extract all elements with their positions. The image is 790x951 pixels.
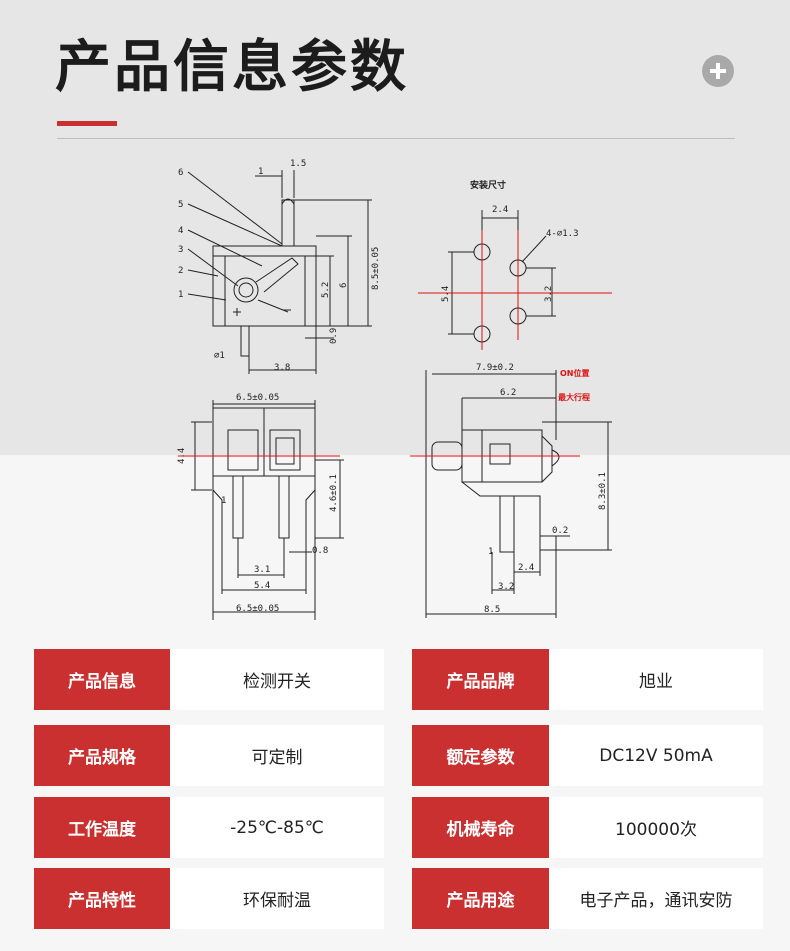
spec-value: 环保耐温 [170,868,384,929]
dim-1: 1 [258,167,263,177]
side-view [187,170,372,374]
dim-1-5: 1.5 [290,159,306,169]
dim-4-phi: 4-⌀1.3 [546,229,579,239]
spec-label: 产品品牌 [412,649,549,710]
dim-8-3: 8.3±0.1 [598,472,608,510]
pin-label-2: 2 [178,266,183,276]
spec-label: 机械寿命 [412,797,549,858]
pin-label-3: 3 [178,245,183,255]
dim-6-2: 6.2 [500,388,516,398]
dim-3-1: 3.1 [254,565,270,575]
title-accent-bar [57,121,117,126]
spec-value: DC12V 50mA [549,725,763,786]
max-travel-label: 最大行程 [558,392,590,402]
dim-8-5b: 8.5 [484,605,500,615]
dim-5-2: 5.2 [321,282,331,298]
spec-value: 旭业 [549,649,763,710]
travel-view [425,370,612,618]
dim-2-4b: 2.4 [518,563,534,573]
page-title: 产品信息参数 [55,35,409,100]
spec-value: 检测开关 [170,649,384,710]
pin-label-6: 6 [178,168,183,178]
spec-label: 产品用途 [412,868,549,929]
dim-6-5-top: 6.5±0.05 [236,393,279,403]
spec-row: 产品规格 可定制 额定参数 DC12V 50mA [34,725,763,786]
pin-label-5: 5 [178,200,183,210]
spec-label: 工作温度 [34,797,170,858]
dim-1-side: 1 [488,547,493,557]
title-divider [57,138,735,139]
mount-title: 安装尺寸 [470,179,506,191]
dim-0-9: 0.9 [329,328,339,344]
dim-4-4: 4.4 [177,448,187,464]
dim-5-4: 5.4 [441,286,451,302]
spec-label: 产品信息 [34,649,170,710]
dim-6: 6 [339,283,349,288]
dim-2-4: 2.4 [492,205,508,215]
dim-8-5: 8.5±0.05 [371,247,381,290]
front-view [191,400,344,620]
spec-value: 可定制 [170,725,384,786]
spec-label: 额定参数 [412,725,549,786]
header-background [0,0,790,455]
spec-label: 产品规格 [34,725,170,786]
pin-label-1: 1 [178,290,183,300]
spec-value: 电子产品，通讯安防 [549,868,763,929]
technical-drawing: 6 5 4 3 2 1 1.5 1 8.5±0.05 6 5.2 0.9 ⌀1 … [177,159,612,620]
dim-phi1: ⌀1 [214,351,225,361]
dim-3-8: 3.8 [274,363,290,373]
dim-0-8: 0.8 [312,546,328,556]
dim-6-5-bot: 6.5±0.05 [236,604,279,614]
dim-7-9: 7.9±0.2 [476,363,514,373]
dim-1-small: 1 [221,496,226,506]
spec-value: 100000次 [549,797,763,858]
spec-row: 产品特性 环保耐温 产品用途 电子产品，通讯安防 [34,868,763,929]
dim-0-2: 0.2 [552,526,568,536]
dim-5-4b: 5.4 [254,581,270,591]
spec-value: -25℃-85℃ [170,797,384,858]
spec-label: 产品特性 [34,868,170,929]
on-position-label: ON位置 [560,368,590,378]
spec-row: 工作温度 -25℃-85℃ 机械寿命 100000次 [34,797,763,858]
dim-3-2b: 3.2 [498,582,514,592]
dim-4-6: 4.6±0.1 [329,474,339,512]
pin-label-4: 4 [178,226,183,236]
mount-view [448,210,556,350]
plus-circle-icon[interactable] [702,55,734,87]
spec-row: 产品信息 检测开关 产品品牌 旭业 [34,649,763,710]
dim-3-2: 3.2 [544,286,554,302]
